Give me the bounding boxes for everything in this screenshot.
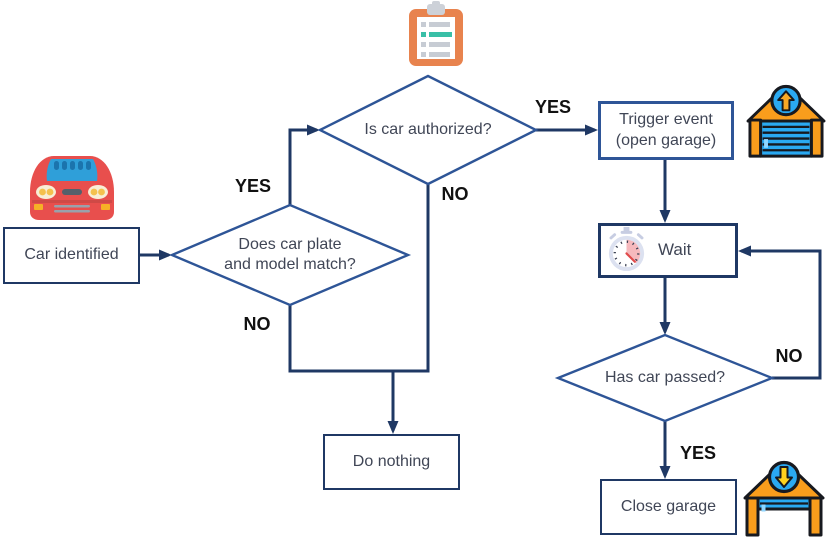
- connector-no-merge: [288, 184, 430, 373]
- connector-has-passed-no-to-wait: [738, 245, 822, 380]
- clipboard-checklist-icon: [409, 1, 463, 66]
- edge-label-auth-no: NO: [441, 184, 469, 204]
- node-do-nothing: Do nothing: [323, 434, 460, 490]
- edge-label-passed-no: NO: [775, 346, 803, 366]
- node-wait: Wait: [598, 223, 738, 278]
- edge-label-plate-yes: YES: [234, 176, 272, 196]
- edge-label-passed-yes: YES: [679, 443, 717, 463]
- garage-close-icon: [743, 460, 825, 537]
- node-trigger-event-label: Trigger event (open garage): [615, 110, 717, 149]
- node-do-nothing-label: Do nothing: [352, 452, 431, 470]
- node-close-garage-label: Close garage: [620, 497, 717, 515]
- edge-label-plate-no: NO: [243, 314, 271, 334]
- node-car-identified: Car identified: [3, 227, 140, 284]
- node-wait-label: Wait: [658, 240, 692, 260]
- node-trigger-event: Trigger event (open garage): [598, 101, 734, 160]
- decision-plate-match-shape: [168, 203, 412, 307]
- stopwatch-icon: [608, 227, 645, 272]
- connector-plate-yes-to-authorized: [288, 124, 320, 205]
- decision-has-passed-shape: [554, 333, 776, 423]
- car-icon: [30, 156, 114, 220]
- edge-label-auth-yes: YES: [534, 97, 572, 117]
- node-car-identified-label: Car identified: [24, 246, 119, 264]
- garage-open-icon: [746, 84, 826, 158]
- decision-authorized-shape: [317, 74, 539, 186]
- node-close-garage: Close garage: [600, 479, 737, 535]
